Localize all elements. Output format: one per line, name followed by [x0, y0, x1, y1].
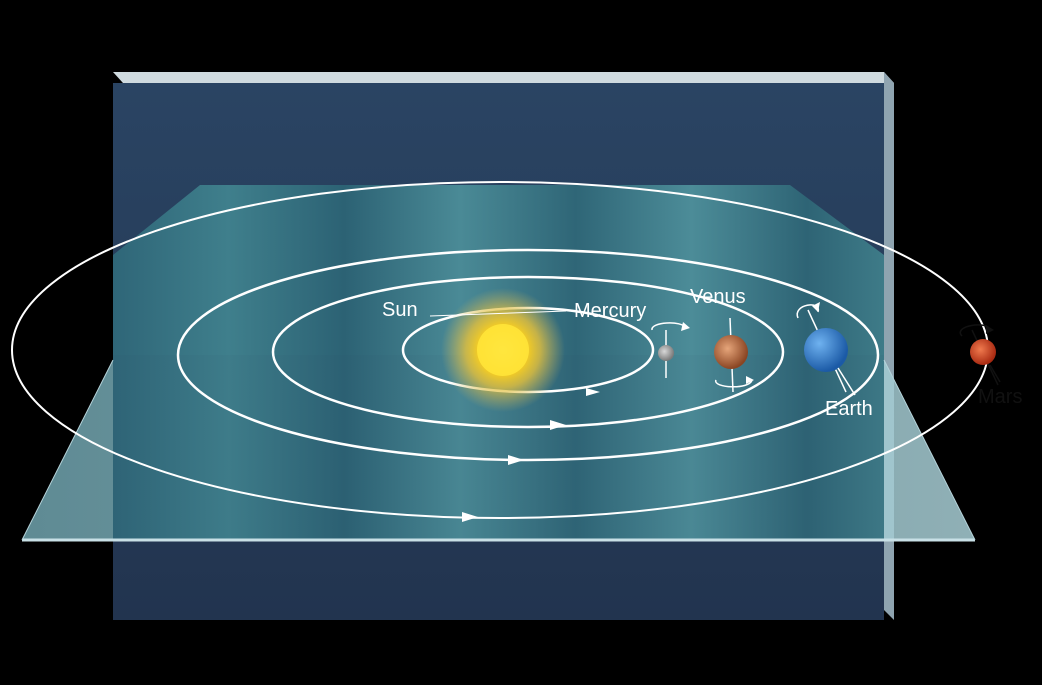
- mercury: [658, 345, 674, 361]
- sun-mercury-leader: [429, 310, 567, 317]
- orbit-venus: [271, 275, 785, 429]
- label-mars: Mars: [978, 386, 1022, 408]
- mercury-rotation-arrowhead: [681, 322, 690, 331]
- mars-leader: [989, 364, 1001, 383]
- earth: [804, 328, 848, 372]
- mars: [970, 339, 996, 365]
- plane-left-edge: [21, 359, 114, 541]
- back-panel-top-edge: [113, 72, 894, 83]
- ecliptic-plane-back: [113, 185, 884, 355]
- plane-right-edge: [883, 359, 976, 541]
- earth-rotation-arrowhead: [812, 302, 820, 312]
- orbit-earth: [176, 248, 880, 462]
- earth-leader: [837, 367, 856, 396]
- venus-rotation-arrowhead: [746, 376, 754, 384]
- mars-rotation-arrowhead: [986, 325, 994, 334]
- arrow-mars-orbit: [462, 512, 478, 522]
- arrow-earth-orbit: [508, 455, 524, 465]
- arrow-mercury-orbit: [586, 388, 600, 396]
- label-venus: Venus: [690, 286, 746, 308]
- arrow-venus-orbit: [550, 420, 566, 430]
- venus-rotation-icon: [715, 379, 753, 388]
- label-sun: Sun: [382, 299, 418, 321]
- label-mercury: Mercury: [574, 300, 646, 322]
- label-earth: Earth: [825, 398, 873, 420]
- venus: [714, 335, 748, 369]
- sun: [477, 324, 529, 376]
